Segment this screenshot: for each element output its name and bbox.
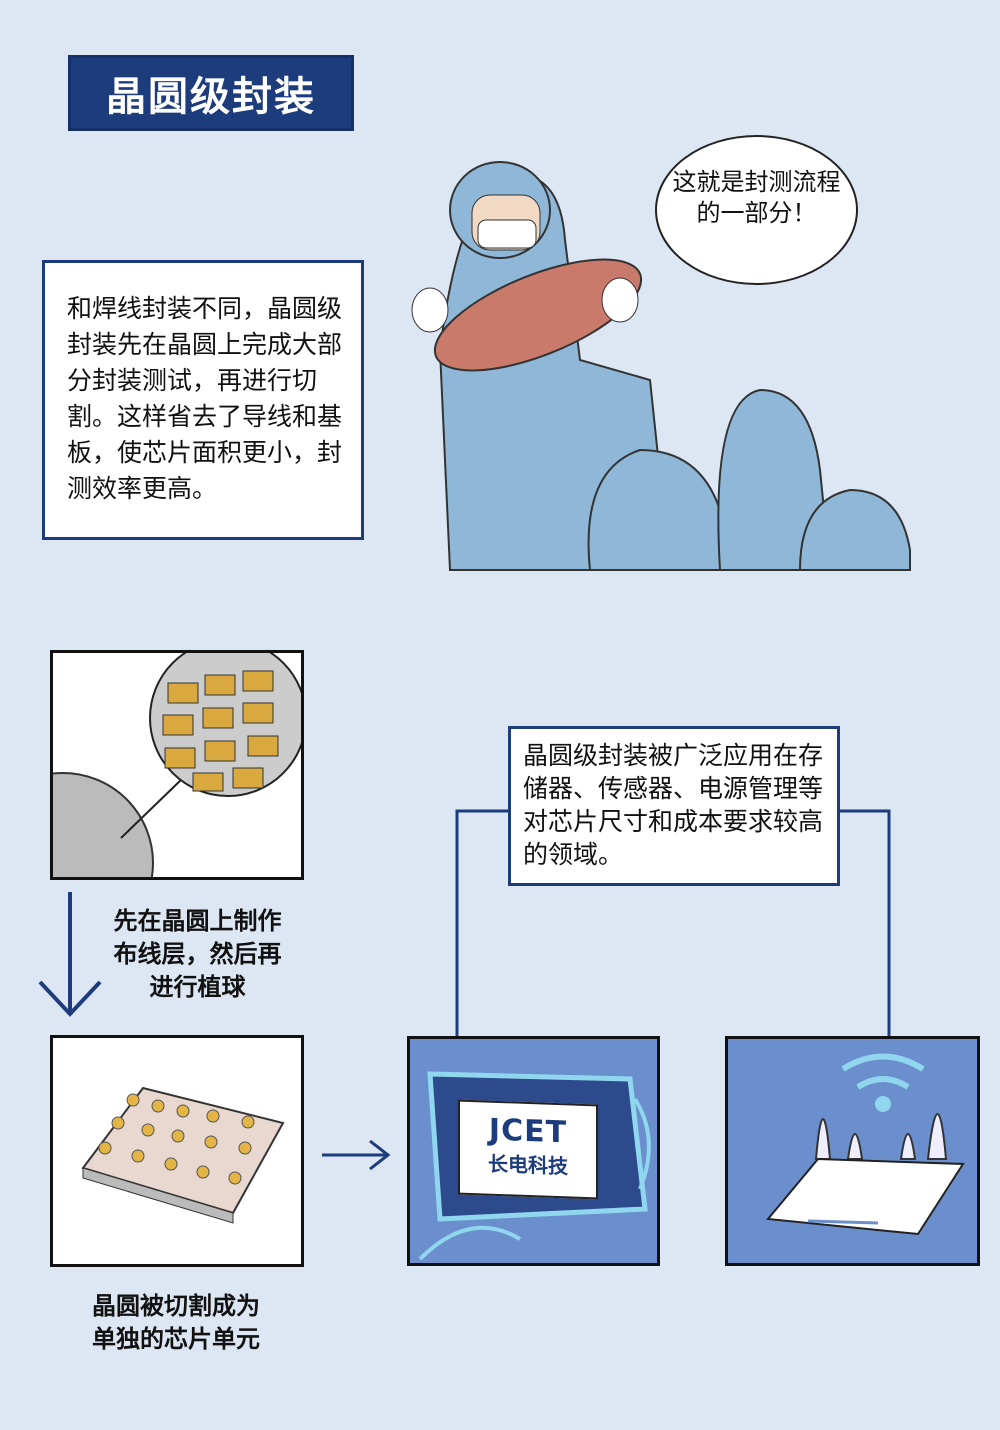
router-panel (725, 1036, 980, 1266)
down-arrow-icon (38, 892, 102, 1017)
chip-bumps-panel (50, 1035, 304, 1267)
step1-caption: 先在晶圆上制作 布线层，然后再 进行植球 (95, 905, 300, 1004)
caption-line: 先在晶圆上制作 (113, 907, 282, 935)
caption-line: 晶圆被切割成为 (92, 1292, 260, 1320)
right-arrow-icon (322, 1139, 391, 1171)
jcet-logo-text: JCET (488, 1112, 568, 1151)
caption-line: 进行植球 (149, 973, 246, 1001)
speech-bubble: 这就是封测流程 的一部分！ (655, 135, 858, 285)
connector-lines (455, 809, 891, 1038)
wafer-zoom-panel (50, 650, 304, 880)
caption-line: 布线层，然后再 (113, 940, 282, 968)
applications-text-box: 晶圆级封装被广泛应用在存储器、传感器、电源管理等对芯片尺寸和成本要求较高的领域。 (508, 726, 840, 886)
cleanroom-workers-illustration (411, 161, 911, 571)
jcet-chip-panel: JCET 长电科技 (407, 1036, 660, 1266)
jcet-logo-cn: 长电科技 (488, 1151, 568, 1179)
wifi-router-icon (766, 1053, 965, 1236)
chip-die: JCET 长电科技 (458, 1099, 598, 1200)
caption-line: 单独的芯片单元 (92, 1325, 260, 1353)
speech-line: 这就是封测流程 (672, 168, 841, 196)
speech-line: 的一部分！ (696, 199, 817, 227)
page-title: 晶圆级封装 (68, 55, 354, 131)
step2-caption: 晶圆被切割成为 单独的芯片单元 (60, 1290, 292, 1356)
intro-text-box: 和焊线封装不同，晶圆级封装先在晶圆上完成大部分封装测试，再进行切割。这样省去了导… (42, 260, 364, 540)
